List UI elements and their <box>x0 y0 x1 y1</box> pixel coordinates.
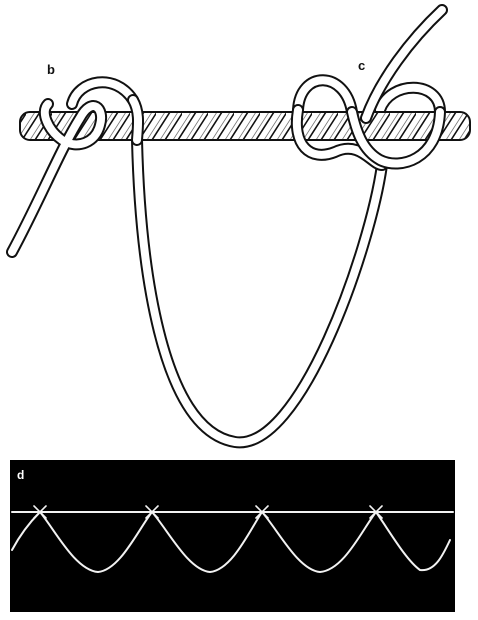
label-b: b <box>47 62 55 77</box>
label-d: d <box>17 468 25 482</box>
hitch-c <box>290 4 448 171</box>
scallop-2 <box>151 511 263 574</box>
scallop-diagram <box>11 505 454 574</box>
hitch-marks <box>33 505 383 519</box>
loop-back-b <box>66 76 139 110</box>
hanging-cord <box>131 134 388 449</box>
knot-illustration <box>6 4 471 449</box>
scallop-3 <box>261 511 377 574</box>
hitch-b <box>6 94 145 258</box>
scallop-1 <box>39 511 153 574</box>
loop-back-c <box>292 74 446 118</box>
label-c: c <box>358 58 366 73</box>
scallop-start <box>11 511 41 551</box>
scallop-4 <box>375 511 451 572</box>
scallop-panel: d <box>10 460 455 612</box>
